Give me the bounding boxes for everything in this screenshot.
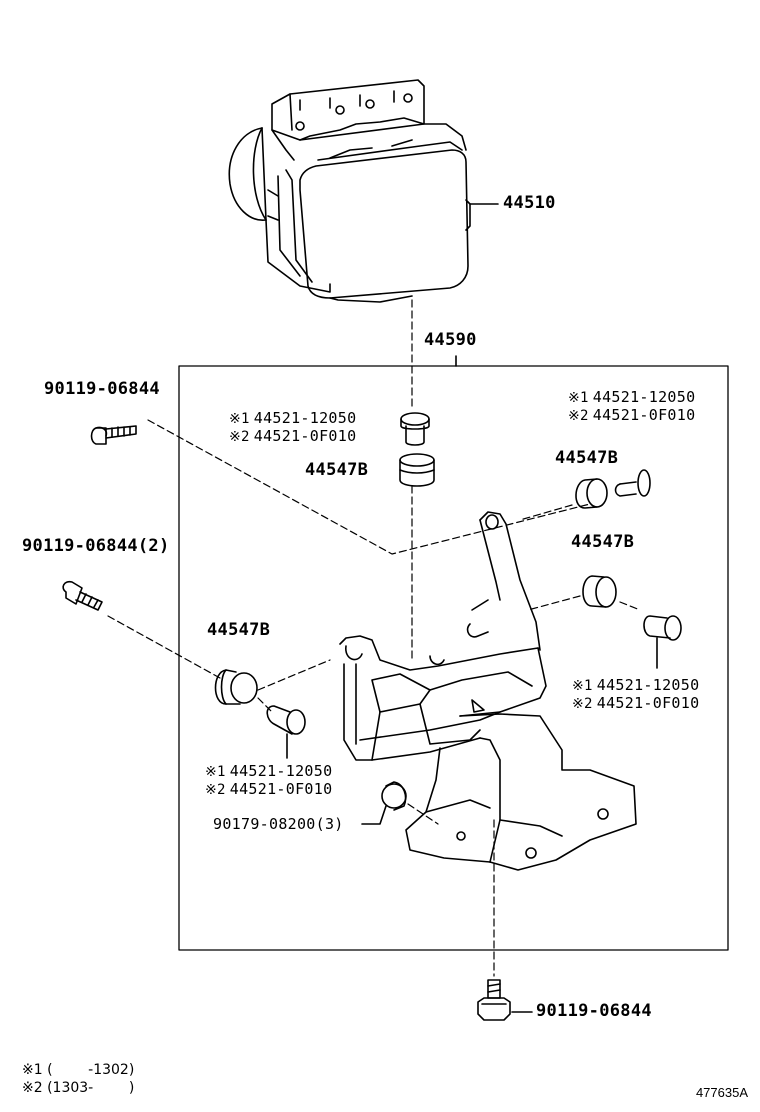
bracket-assy-frame [178,365,729,951]
collar-right-upper [614,469,651,497]
footnotes: ※1 ( -1302) ※2 (1303- ) [22,1061,134,1097]
figure-code: 477635A [695,1085,748,1100]
collar-center [400,412,430,446]
cushion-center [399,453,435,487]
label-cushion-right-lower: 44547B [571,532,635,552]
footnote-1: ※1 ( -1302) [22,1062,135,1078]
cushion-right-upper [575,478,608,509]
bolt-left [62,580,103,611]
collar-right-lower [643,615,682,641]
bolt-bottom [477,979,511,1021]
collar-left-lower [266,705,306,735]
label-bolt-top-left: 90119-06844 [44,379,160,399]
label-cushion-center: 44547B [305,460,369,480]
label-cushion-right-upper: 44547B [555,448,619,468]
label-44510: 44510 [503,193,556,213]
nut [381,781,407,811]
cushion-left [214,669,258,705]
cushion-right-lower [582,575,617,608]
label-bolt-bottom: 90119-06844 [536,1001,652,1021]
footnote-2: ※2 (1303- ) [22,1080,135,1096]
label-bolt-left-2: 90119-06844(2) [22,536,170,556]
bolt-top-left [90,425,137,445]
leader-nut [361,805,387,825]
label-nut: 90179-08200(3) [213,815,344,833]
label-44590: 44590 [424,330,477,350]
abs-actuator-illustration [228,79,471,303]
label-cushion-left: 44547B [207,620,271,640]
